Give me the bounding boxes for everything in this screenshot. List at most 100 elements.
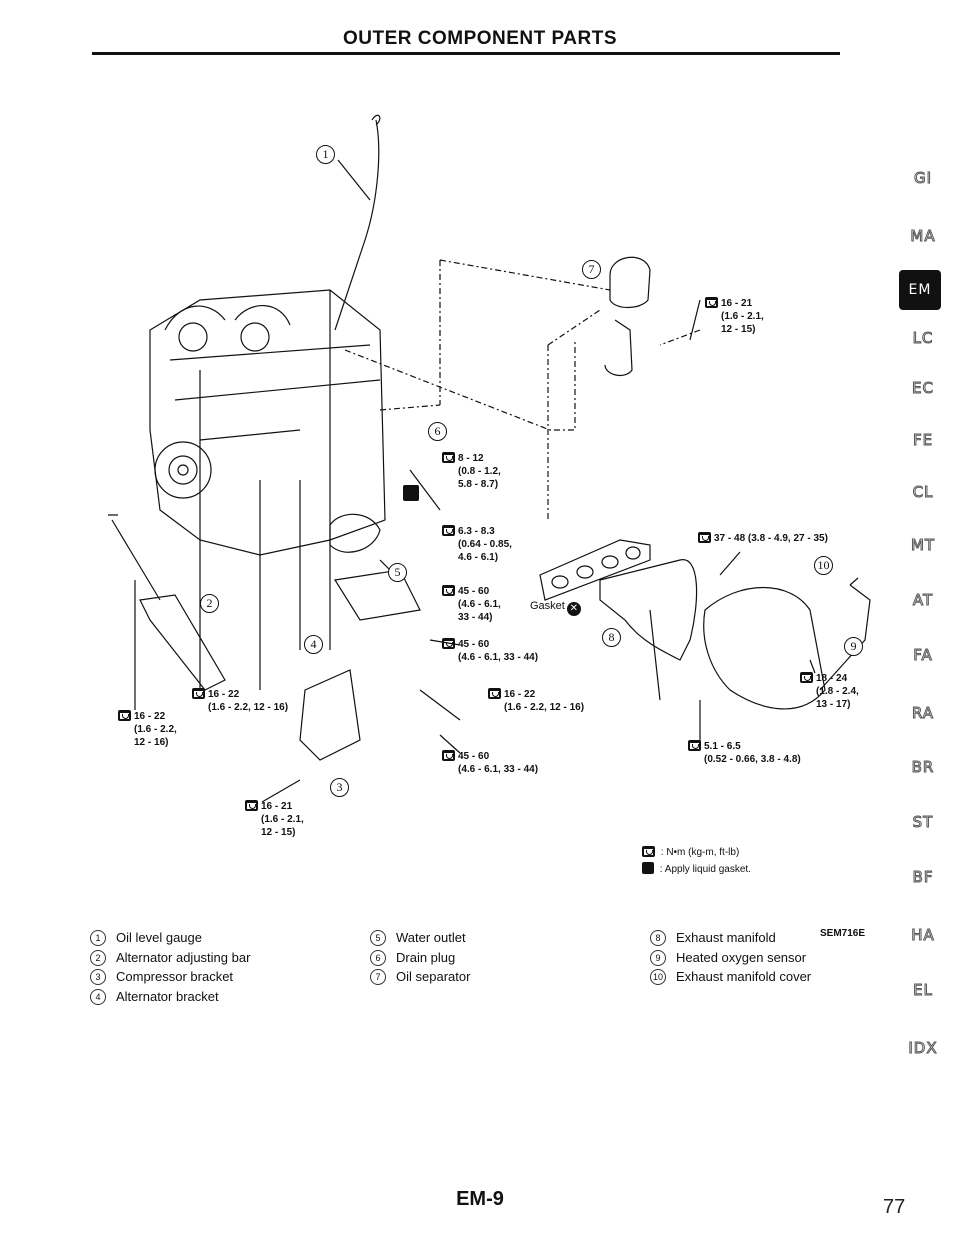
part-number: 9: [650, 949, 666, 966]
torque-wrench-icon: [118, 710, 131, 721]
gasket-text: Gasket: [530, 600, 565, 612]
torque-wrench-icon: [488, 688, 501, 699]
callout-3: 3: [330, 778, 349, 797]
section-tab-ha[interactable]: HA: [911, 926, 935, 945]
torque-wrench-icon: [442, 525, 455, 536]
torque-value: 16 - 22 (1.6 - 2.2, 12 - 16): [504, 689, 585, 713]
callout-4: 4: [304, 635, 323, 654]
section-tab-lc[interactable]: LC: [912, 329, 934, 348]
part-name: Alternator adjusting bar: [116, 949, 251, 965]
torque-value: 37 - 48 (3.8 - 4.9, 27 - 35): [714, 533, 828, 544]
legend-gasket-text: : Apply liquid gasket.: [659, 864, 751, 875]
figure-code: SEM716E: [820, 928, 866, 939]
part-number: 7: [370, 969, 386, 985]
part-number: 5: [370, 930, 386, 946]
legend-liquid-gasket: : Apply liquid gasket.: [642, 862, 751, 877]
torque-value: 16 - 21 (1.6 - 2.1, 12 - 15): [721, 298, 764, 335]
water-outlet: [329, 513, 381, 553]
torque-wrench-icon: [705, 297, 718, 308]
torque-spec: 16 - 22 (1.6 - 2.2, 12 - 16): [488, 688, 584, 714]
section-tab-el[interactable]: EL: [913, 981, 933, 1000]
manifold-cover: [703, 586, 826, 710]
exhaust-manifold: [599, 559, 698, 661]
parts-list-item: 6 Drain plug: [370, 949, 470, 970]
section-tab-ec[interactable]: EC: [912, 379, 934, 398]
section-tab-fa[interactable]: FA: [913, 646, 933, 665]
torque-wrench-icon: [698, 532, 711, 543]
part-name: Water outlet: [396, 930, 466, 945]
liquid-gasket-icon: [642, 862, 654, 874]
torque-spec: 16 - 21 (1.6 - 2.1, 12 - 15): [245, 800, 304, 839]
cam-pulley: [240, 322, 270, 352]
section-tab-ra[interactable]: RA: [911, 704, 935, 723]
part-number: 4: [90, 988, 106, 1005]
torque-wrench-icon: [442, 750, 455, 761]
section-tab-idx[interactable]: IDX: [908, 1039, 938, 1058]
torque-spec: 8 - 12 (0.8 - 1.2, 5.8 - 8.7): [442, 452, 501, 491]
oil-level-gauge: [334, 114, 381, 331]
oil-separator: [604, 256, 651, 377]
torque-value: 45 - 60 (4.6 - 6.1, 33 - 44): [458, 751, 539, 775]
torque-wrench-icon: [192, 688, 205, 699]
torque-spec: 5.1 - 6.5 (0.52 - 0.66, 3.8 - 4.8): [688, 740, 801, 766]
page-footer: EM-9: [456, 1188, 504, 1210]
torque-wrench-icon: [245, 800, 258, 811]
torque-wrench-icon: [800, 672, 813, 683]
part-name: Heated oxygen sensor: [676, 949, 807, 965]
callout-8: 8: [602, 628, 621, 647]
callout-1: 1: [316, 145, 335, 164]
part-number: 3: [90, 969, 106, 985]
section-tab-at[interactable]: AT: [912, 591, 934, 610]
assembly-lines: [344, 259, 701, 520]
torque-value: 16 - 22 (1.6 - 2.2, 12 - 16): [134, 711, 177, 748]
callout-2: 2: [200, 594, 219, 613]
part-name: Alternator bracket: [116, 988, 219, 1004]
torque-spec: 16 - 21 (1.6 - 2.1, 12 - 15): [705, 297, 764, 336]
section-tab-fe[interactable]: FE: [912, 431, 934, 450]
engine-detail: [164, 305, 381, 441]
parts-list-item: 9 Heated oxygen sensor: [650, 949, 811, 970]
section-tab-bf[interactable]: BF: [912, 868, 934, 887]
part-name: Oil separator: [396, 969, 471, 984]
part-number: 6: [370, 949, 386, 966]
legend-torque-text: : N•m (kg-m, ft-lb): [660, 847, 740, 858]
callout-10: 10: [814, 556, 833, 575]
torque-value: 16 - 22 (1.6 - 2.2, 12 - 16): [208, 689, 289, 713]
alternator-adjusting-bar: [139, 594, 226, 691]
section-tab-gi[interactable]: GI: [913, 169, 933, 188]
torque-wrench-icon: [442, 585, 455, 596]
alternator-bracket: [334, 569, 421, 621]
section-tab-ma[interactable]: MA: [910, 227, 936, 246]
section-tab-st[interactable]: ST: [912, 813, 934, 832]
replace-gasket-icon: ✕: [566, 602, 581, 616]
section-tab-cl[interactable]: CL: [912, 483, 934, 502]
part-name: Drain plug: [396, 949, 456, 965]
torque-spec: 6.3 - 8.3 (0.64 - 0.85, 4.6 - 6.1): [442, 525, 512, 564]
torque-spec: 16 - 22 (1.6 - 2.2, 12 - 16): [118, 710, 177, 749]
torque-value: 16 - 21 (1.6 - 2.1, 12 - 15): [261, 801, 304, 838]
section-tab-em[interactable]: EM: [899, 270, 941, 310]
callout-5: 5: [388, 563, 407, 582]
torque-value: 45 - 60 (4.6 - 6.1, 33 - 44): [458, 586, 501, 623]
section-tab-mt[interactable]: MT: [910, 536, 936, 555]
torque-spec: 45 - 60 (4.6 - 6.1, 33 - 44): [442, 585, 501, 624]
page-title: OUTER COMPONENT PARTS: [342, 28, 618, 49]
callout-6: 6: [428, 422, 447, 441]
torque-wrench-icon: [442, 452, 455, 463]
crank-pulley: [154, 441, 212, 499]
section-tab-br[interactable]: BR: [911, 758, 935, 777]
torque-wrench-icon: [688, 740, 701, 751]
torque-wrench-icon: [642, 846, 655, 857]
torque-value: 18 - 24 (1.8 - 2.4, 13 - 17): [816, 673, 859, 710]
cam-pulley: [178, 322, 208, 352]
gasket-label: Gasket✕: [530, 600, 581, 616]
exhaust-gasket: [539, 539, 651, 601]
part-name: Oil level gauge: [116, 930, 202, 945]
